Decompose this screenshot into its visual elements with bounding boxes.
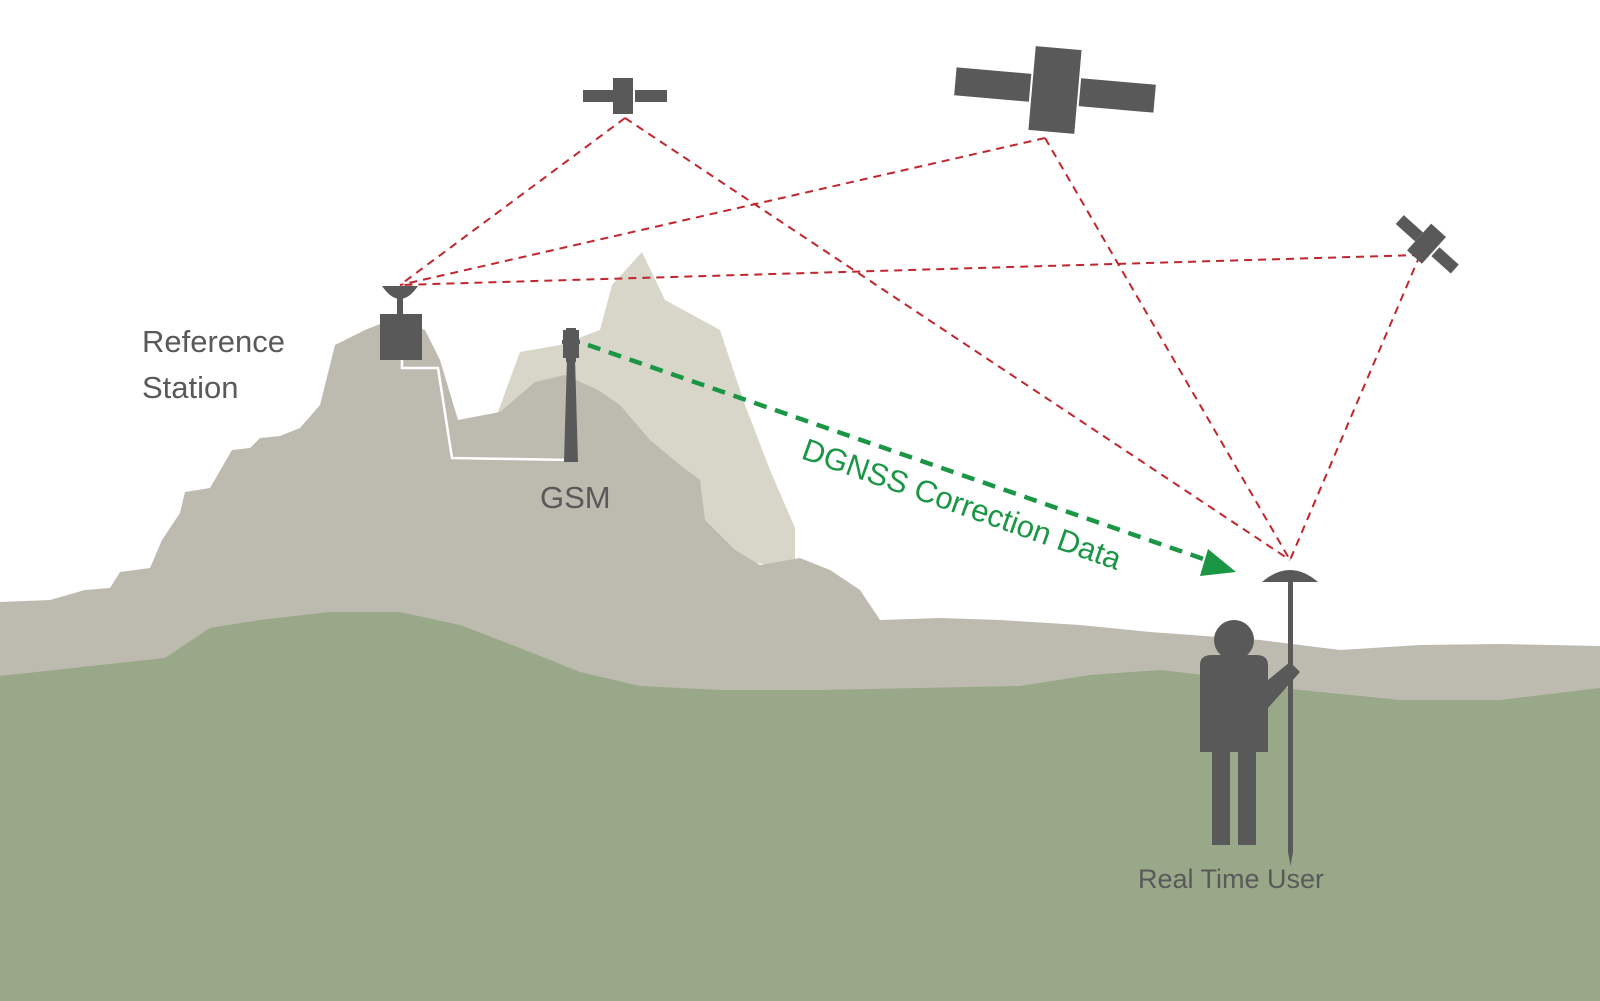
antenna-tower-icon [562,328,580,462]
mountain-back [495,252,795,570]
satellite-icon [1395,215,1459,274]
station-cable [400,360,573,462]
signal-sat1-reference [399,117,626,286]
signal-sat2-user [1044,137,1291,561]
satellite-signals [399,117,1421,561]
gnss-receiver-icon [380,286,422,360]
signal-sat2-reference [399,137,1046,286]
reference-station-label-line1: Reference [142,324,285,359]
gnss-rover-pole-icon [1262,570,1318,866]
correction-arrow-head [1200,549,1236,576]
signal-sat3-reference [399,254,1421,286]
real-time-user-label: Real Time User [1138,864,1324,894]
gsm-label: GSM [540,480,611,515]
satellite-icon [583,78,667,114]
person-icon [1200,620,1300,845]
reference-station-label-line2: Station [142,370,239,405]
signal-sat1-user [624,117,1291,561]
correction-data-arrow [587,342,1213,565]
satellite-icon [954,46,1156,134]
